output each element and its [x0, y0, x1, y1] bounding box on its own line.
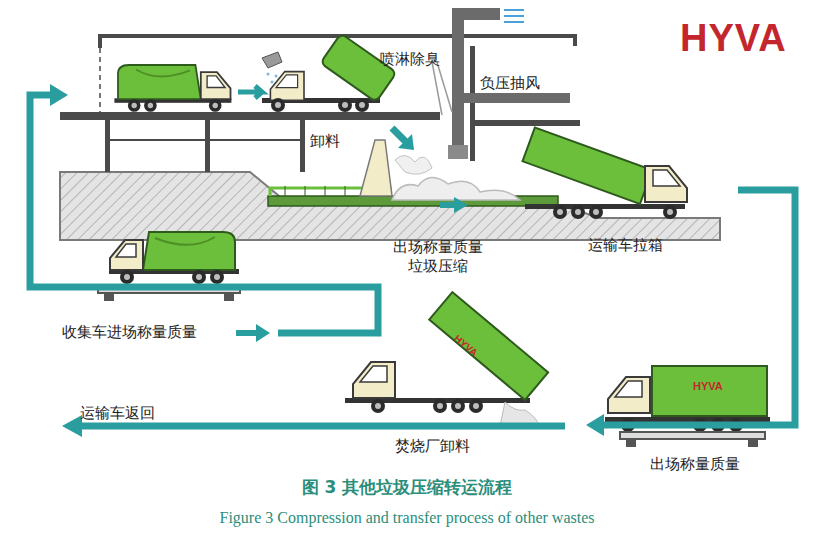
process-label: 负压抽风	[480, 74, 540, 92]
process-label: 出场称量质量	[650, 455, 740, 473]
figure-title: 图 3 其他垃圾压缩转运流程	[0, 476, 814, 498]
process-label: 垃圾压缩	[408, 257, 468, 275]
container-brand: HYVA	[693, 380, 723, 393]
process-label: 收集车进场称量质量	[62, 323, 197, 341]
process-label: 喷淋除臭	[380, 50, 440, 68]
process-label: 出场称量质量	[393, 238, 483, 256]
logo-text: HYVA	[680, 16, 787, 60]
process-label: 运输车拉箱	[588, 236, 663, 254]
figure-caption: Figure 3 Compression and transfer proces…	[0, 508, 814, 528]
process-label: 卸料	[310, 132, 340, 150]
process-label: 焚烧厂卸料	[395, 437, 470, 455]
process-label: 运输车返回	[80, 404, 155, 422]
